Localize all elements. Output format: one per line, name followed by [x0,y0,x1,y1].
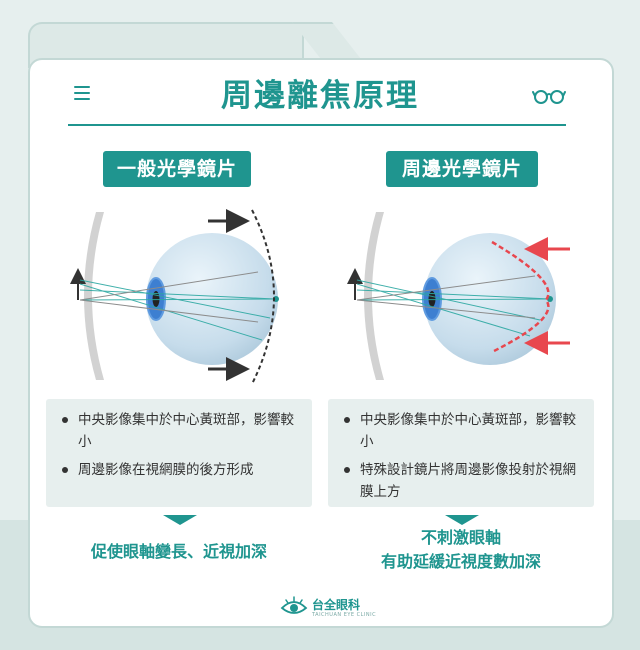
eye-logo-icon [280,596,308,614]
page-title: 周邊離焦原理 [221,78,419,114]
list-item: 中央影像集中於中心黃斑部，影響較小 [60,409,304,453]
lens-shape [364,212,384,380]
down-arrow-icon [163,515,197,525]
pupil [428,291,436,307]
down-arrow-icon [445,515,479,525]
light-rays [79,279,276,341]
focus-diagram [70,209,570,385]
result-line: 有助延緩近視度數加深 [380,552,541,571]
standard-lens-result: 促使眼軸變長、近視加深 [90,542,267,561]
list-item: 特殊設計鏡片將周邊影像投射於視網膜上方 [342,459,586,503]
list-item: 中央影像集中於中心黃斑部，影響較小 [342,409,586,453]
standard-lens-diagram [70,209,279,385]
logo-subtitle: TAICHUAN EYE CLINIC [312,612,377,618]
label-standard-lens: 一般光學鏡片 [103,151,251,187]
grey-rays [356,275,536,319]
clinic-logo: 台全眼科 TAICHUAN EYE CLINIC [280,594,376,622]
logo-name: 台全眼科 [312,598,361,612]
light-rays [356,279,551,337]
glasses-icon [532,90,566,104]
grey-rays [79,271,259,323]
title-divider [68,124,566,126]
lens-shape [84,212,104,380]
label-peripheral-lens: 周邊光學鏡片 [386,151,538,187]
result-line: 不刺激眼軸 [420,528,501,547]
peripheral-lens-explanation: 中央影像集中於中心黃斑部，影響較小 特殊設計鏡片將周邊影像投射於視網膜上方 [328,399,594,507]
list-item: 周邊影像在視網膜的後方形成 [60,459,304,481]
focal-plane-curve [251,209,275,385]
menu-icon [74,86,90,100]
peripheral-lens-result: 不刺激眼軸 有助延緩近視度數加深 [328,526,594,574]
standard-lens-explanation: 中央影像集中於中心黃斑部，影響較小 周邊影像在視網膜的後方形成 [46,399,312,507]
peripheral-lens-diagram [347,212,570,380]
